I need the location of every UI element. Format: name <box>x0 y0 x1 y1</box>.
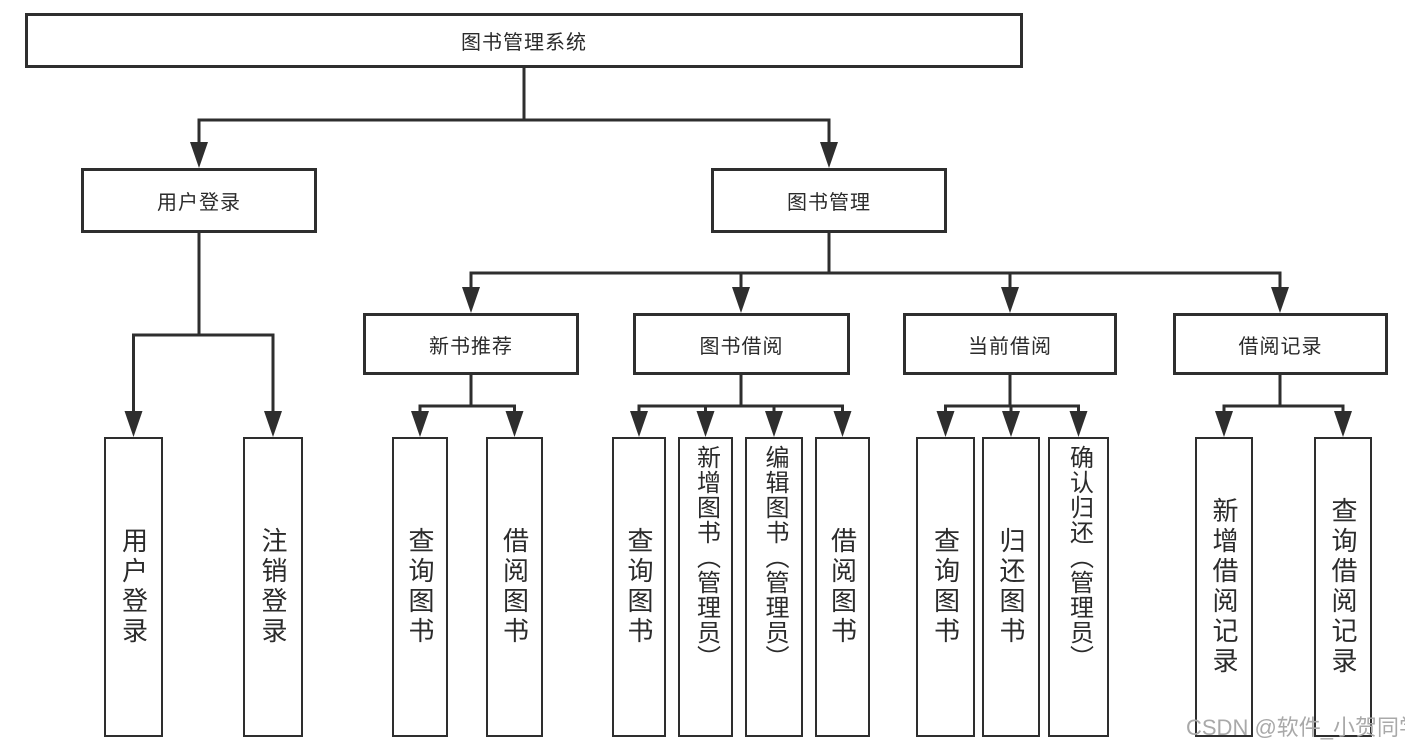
leaf-borrow-books: 借阅图书 <box>815 437 870 737</box>
connector-book-mgmt-children <box>462 231 1289 313</box>
leaf-current-query-books: 查询图书 <box>916 437 975 737</box>
node-label: 借阅图书 <box>499 527 530 647</box>
leaf-confirm-return-admin: 确认归还（管理员） <box>1048 437 1109 737</box>
node-library-system: 图书管理系统 <box>25 13 1023 68</box>
node-label: 查询图书 <box>405 527 435 647</box>
node-label: 用户登录 <box>157 192 241 214</box>
node-label: 图书管理系统 <box>461 32 587 54</box>
leaf-borrow-query-books: 查询图书 <box>612 437 666 737</box>
node-label: 图书管理 <box>787 192 871 214</box>
node-label: 查询图书 <box>930 527 961 647</box>
node-label: 查询图书 <box>624 527 654 647</box>
connector-new-book-rec-children <box>411 373 524 437</box>
leaf-recommend-query-books: 查询图书 <box>392 437 448 737</box>
csdn-watermark: CSDN @软件_小贺同学 <box>1186 715 1405 740</box>
node-label: 新书推荐 <box>429 335 513 358</box>
node-book-borrow: 图书借阅 <box>633 313 850 375</box>
node-label: 当前借阅 <box>968 335 1052 358</box>
leaf-add-borrow-record: 新增借阅记录 <box>1195 437 1253 737</box>
leaf-recommend-borrow-books: 借阅图书 <box>486 437 543 737</box>
node-book-management: 图书管理 <box>711 168 947 233</box>
node-label: 新增借阅记录 <box>1209 497 1239 677</box>
node-label: 图书借阅 <box>699 335 784 358</box>
node-label: 查询借阅记录 <box>1328 497 1358 677</box>
node-label: 借阅记录 <box>1238 335 1323 358</box>
node-label: 确认归还（管理员） <box>1065 445 1093 670</box>
connector-user-login-children <box>124 231 282 437</box>
node-label: 用户登录 <box>118 527 149 647</box>
connector-root-to-level1 <box>190 66 838 168</box>
connector-current-borrow-children <box>936 373 1088 437</box>
connector-book-borrow-children <box>630 373 852 437</box>
node-label: 借阅图书 <box>827 527 858 647</box>
node-label: 新增图书（管理员） <box>692 445 720 670</box>
leaf-query-borrow-record: 查询借阅记录 <box>1314 437 1372 737</box>
leaf-add-books-admin: 新增图书（管理员） <box>678 437 733 737</box>
node-label: 归还图书 <box>996 527 1026 647</box>
leaf-edit-books-admin: 编辑图书（管理员） <box>745 437 803 737</box>
leaf-return-books: 归还图书 <box>982 437 1040 737</box>
leaf-logout: 注销登录 <box>243 437 303 737</box>
node-borrow-records: 借阅记录 <box>1173 313 1388 375</box>
leaf-user-login: 用户登录 <box>104 437 163 737</box>
node-user-login: 用户登录 <box>81 168 317 233</box>
node-label: 编辑图书（管理员） <box>761 445 788 670</box>
connector-borrow-records-children <box>1215 373 1352 437</box>
node-new-book-recommend: 新书推荐 <box>363 313 579 375</box>
node-current-borrow: 当前借阅 <box>903 313 1117 375</box>
node-label: 注销登录 <box>258 527 288 647</box>
